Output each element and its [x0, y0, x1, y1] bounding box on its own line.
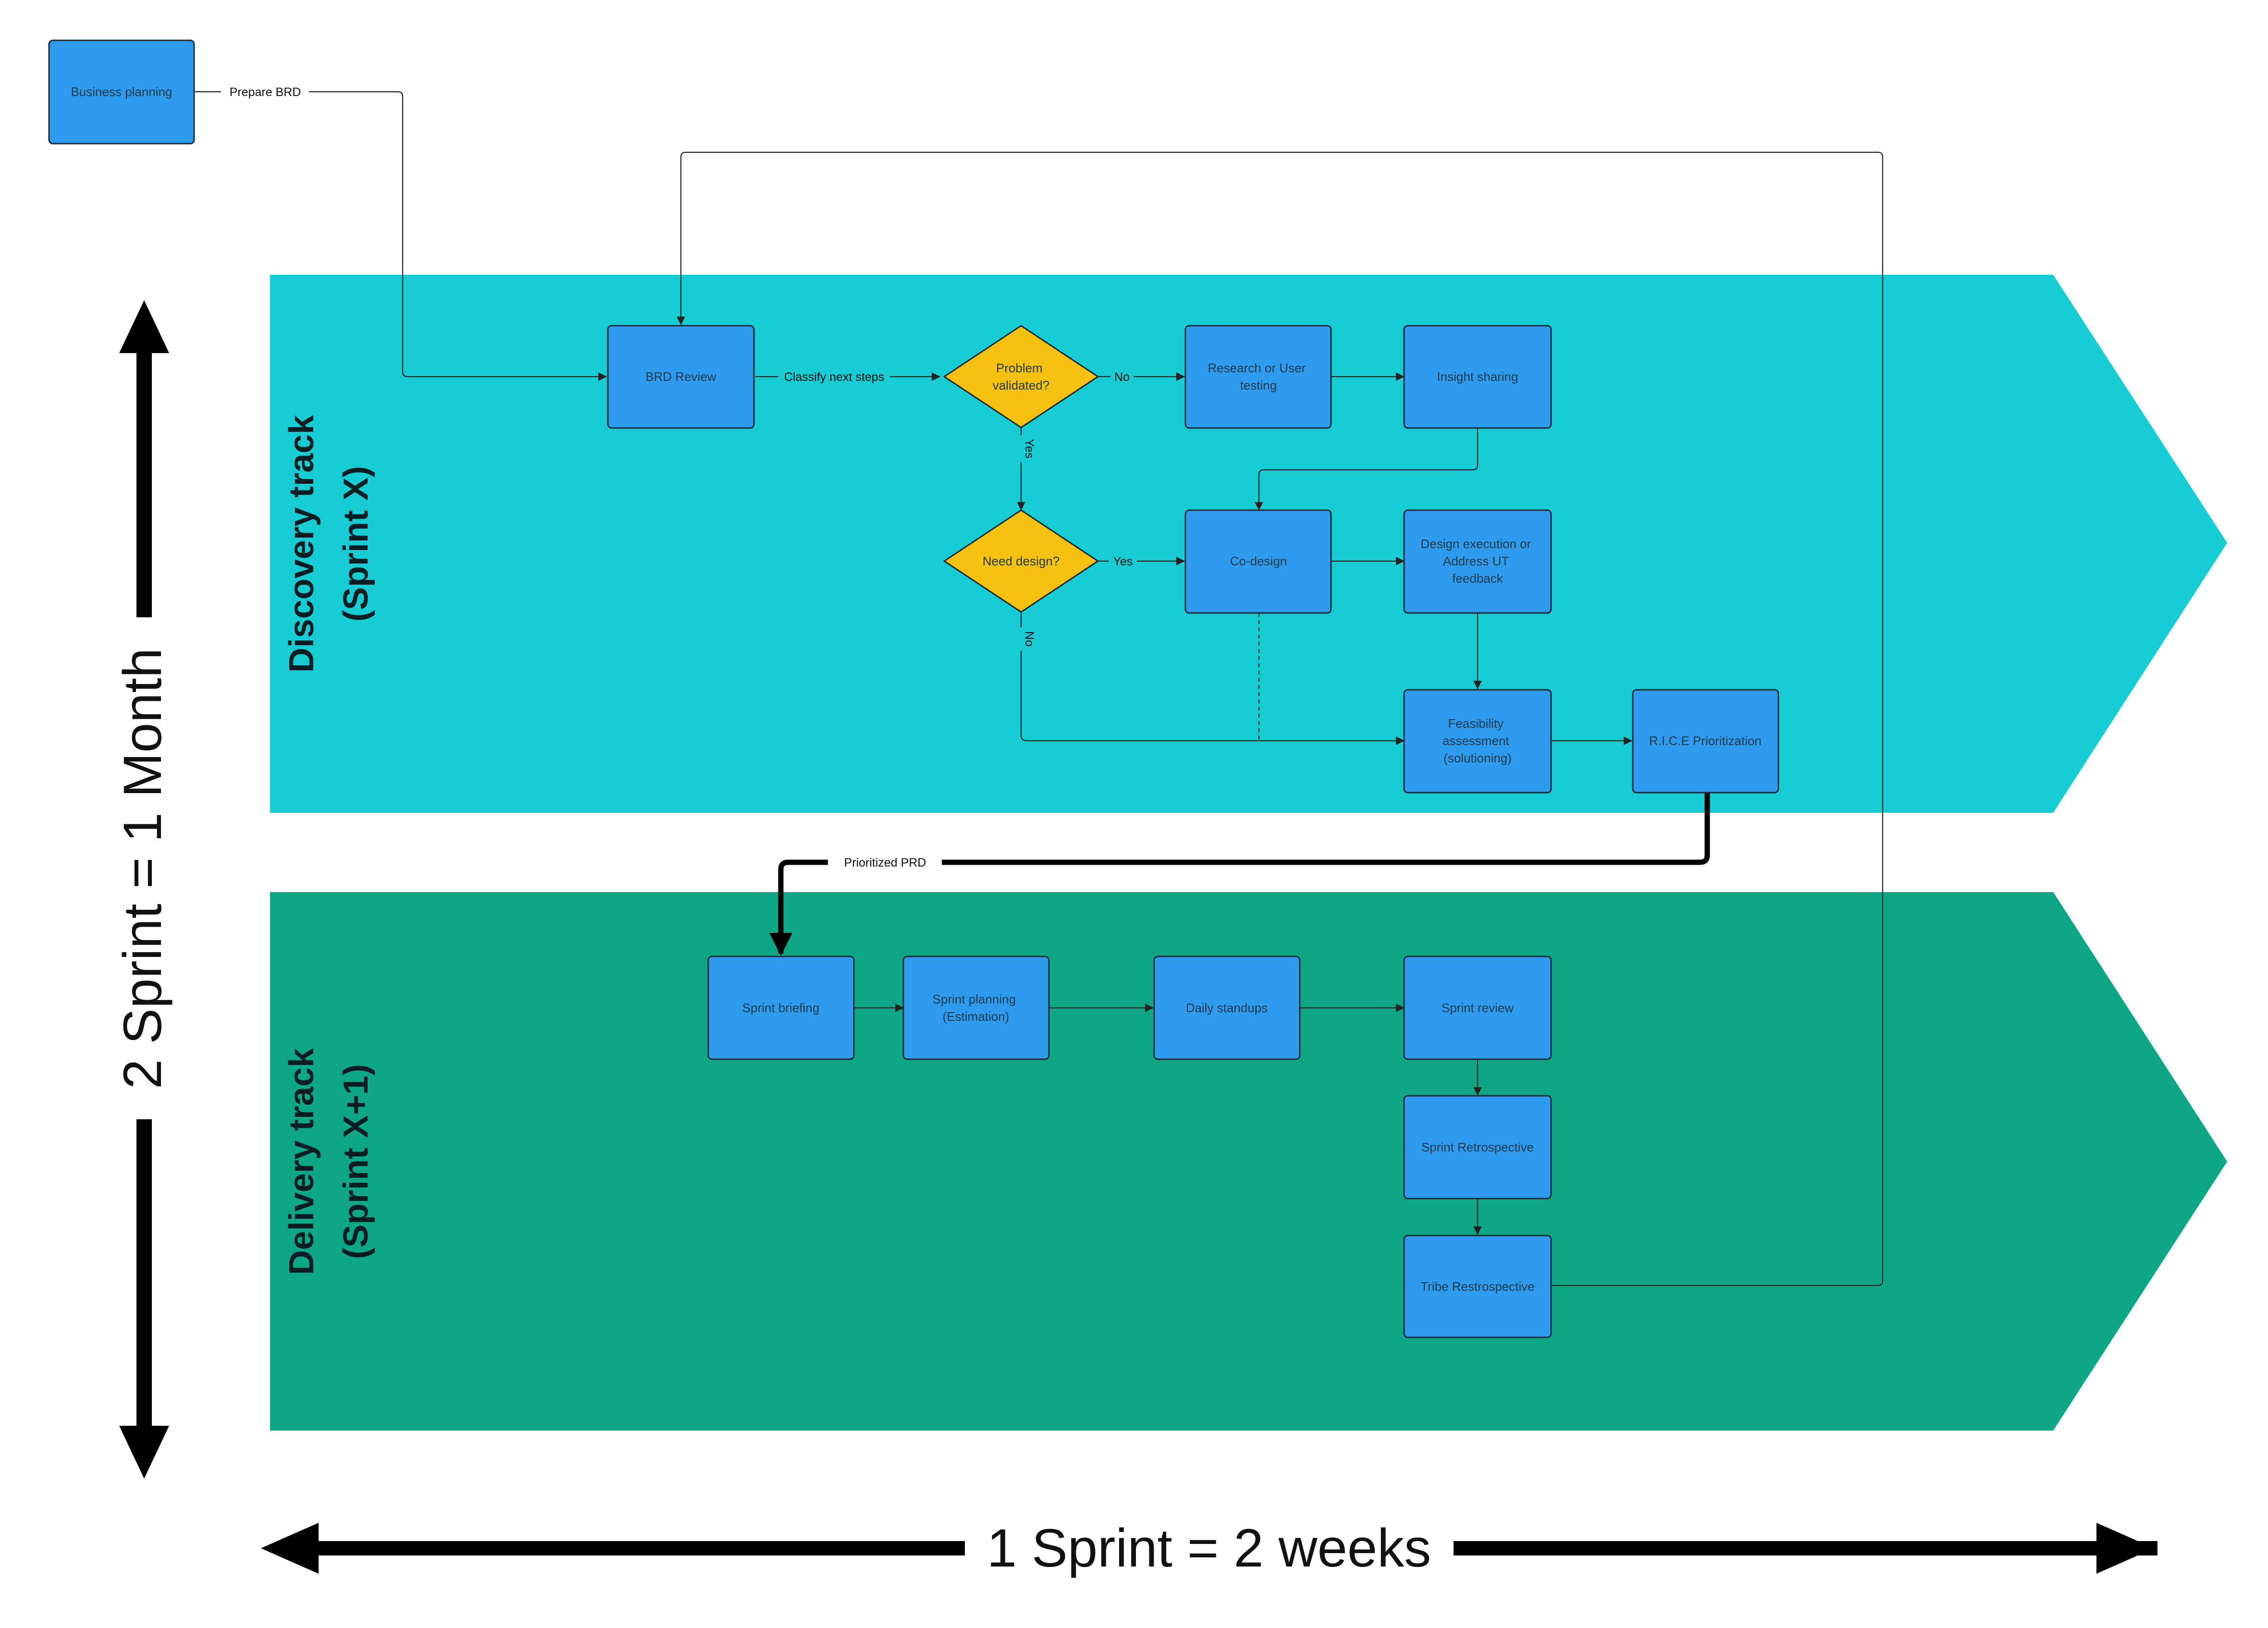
insight-sharing-box[interactable] [1403, 325, 1552, 429]
sprint-planning-label: Sprint planning (Estimation) [933, 992, 1020, 1024]
daily-standups-box[interactable] [1153, 955, 1301, 1060]
label-no-2: No [1023, 631, 1036, 647]
feasibility-box[interactable] [1403, 689, 1552, 794]
problem-validated-decision[interactable] [943, 325, 1099, 428]
label-prepare-brd: Prepare BRD [230, 86, 301, 99]
rice-label: R.I.C.E Prioritization [1649, 734, 1762, 748]
tribe-retrospective-box[interactable] [1403, 1235, 1552, 1338]
daily-standups-label: Daily standups [1186, 1001, 1268, 1015]
brd-review-box[interactable] [607, 325, 755, 429]
need-design-decision[interactable] [943, 509, 1099, 613]
need-design-label: Need design? [983, 554, 1060, 568]
connector-design-no [1020, 612, 1405, 745]
business-planning-label: Business planning [71, 85, 172, 99]
connector-insight-codesign [1255, 428, 1479, 511]
sprint-planning-box[interactable] [902, 955, 1050, 1060]
sprint-review-box[interactable] [1403, 955, 1552, 1060]
sprint-briefing-box[interactable] [707, 955, 855, 1060]
vertical-axis-arrow [119, 300, 169, 1479]
design-execution-box[interactable] [1403, 509, 1552, 614]
problem-validated-label: Problem validated? [993, 361, 1050, 392]
sprint-briefing-label: Sprint briefing [742, 1001, 819, 1015]
research-box[interactable] [1184, 325, 1332, 429]
delivery-track-subtitle: (Sprint X+1) [337, 1064, 375, 1259]
label-no-1: No [1114, 370, 1130, 384]
horizontal-axis-arrow [261, 1523, 2157, 1574]
co-design-label: Co-design [1230, 554, 1287, 568]
connector-prepare-brd [194, 91, 607, 381]
brd-review-label: BRD Review [645, 369, 716, 384]
sprint-review-label: Sprint review [1442, 1001, 1514, 1015]
connector-prioritized-prd [769, 793, 1710, 956]
discovery-track-subtitle: (Sprint X) [337, 466, 375, 622]
label-classify-next-steps: Classify next steps [784, 370, 884, 384]
connector-tribe-loopback [677, 151, 1884, 1286]
design-execution-label: Design execution or Address UT feedback [1420, 537, 1534, 586]
rice-prioritization-box[interactable] [1632, 689, 1779, 794]
label-yes-2: Yes [1113, 555, 1133, 568]
business-planning-box[interactable] [48, 39, 195, 145]
research-label: Research or User testing [1208, 361, 1309, 392]
discovery-track-title: Discovery track [283, 415, 321, 673]
sprint-retrospective-box[interactable] [1403, 1095, 1552, 1200]
feasibility-label: Feasibility assessment (solutioning) [1442, 716, 1513, 765]
horizontal-axis-label: 1 Sprint = 2 weeks [987, 1518, 1431, 1578]
insight-sharing-label: Insight sharing [1437, 369, 1518, 384]
label-prioritized-prd: Prioritized PRD [844, 856, 926, 869]
delivery-track-title: Delivery track [283, 1048, 321, 1275]
sprint-retrospective-label: Sprint Retrospective [1421, 1140, 1534, 1154]
co-design-box[interactable] [1184, 509, 1332, 614]
tribe-retrospective-label: Tribe Restrospective [1420, 1279, 1534, 1294]
vertical-axis-label: 2 Sprint = 1 Month [112, 648, 173, 1089]
label-yes-1: Yes [1023, 439, 1036, 459]
